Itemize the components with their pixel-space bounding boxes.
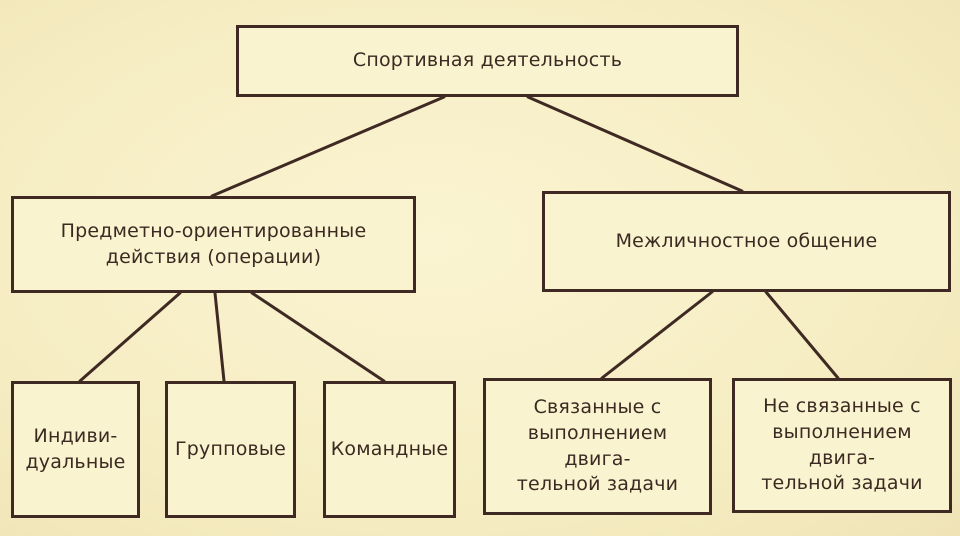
connector-left-team xyxy=(250,291,386,383)
leaf-box-team: Командные xyxy=(323,381,456,518)
connector-left-individual xyxy=(78,291,182,383)
connector-root-right xyxy=(526,95,744,193)
branch-box-interpersonal-communication: Межличностное общение xyxy=(542,191,951,292)
connector-right-related xyxy=(600,290,714,380)
branch-box-object-oriented-actions: Предметно-ориентированные действия (опер… xyxy=(11,196,416,293)
connector-right-unrelated xyxy=(764,290,840,380)
connector-root-left xyxy=(210,95,446,198)
root-box-sports-activity: Спортивная деятельность xyxy=(236,25,739,97)
leaf-box-group: Групповые xyxy=(165,381,296,518)
leaf-box-related-to-motor-task: Связанные с выполнением двига- тельной з… xyxy=(483,378,712,515)
leaf-box-unrelated-to-motor-task: Не связанные с выполнением двига- тельно… xyxy=(732,378,952,513)
leaf-box-individual: Индиви- дуальные xyxy=(11,381,140,518)
connector-left-group xyxy=(213,291,226,383)
